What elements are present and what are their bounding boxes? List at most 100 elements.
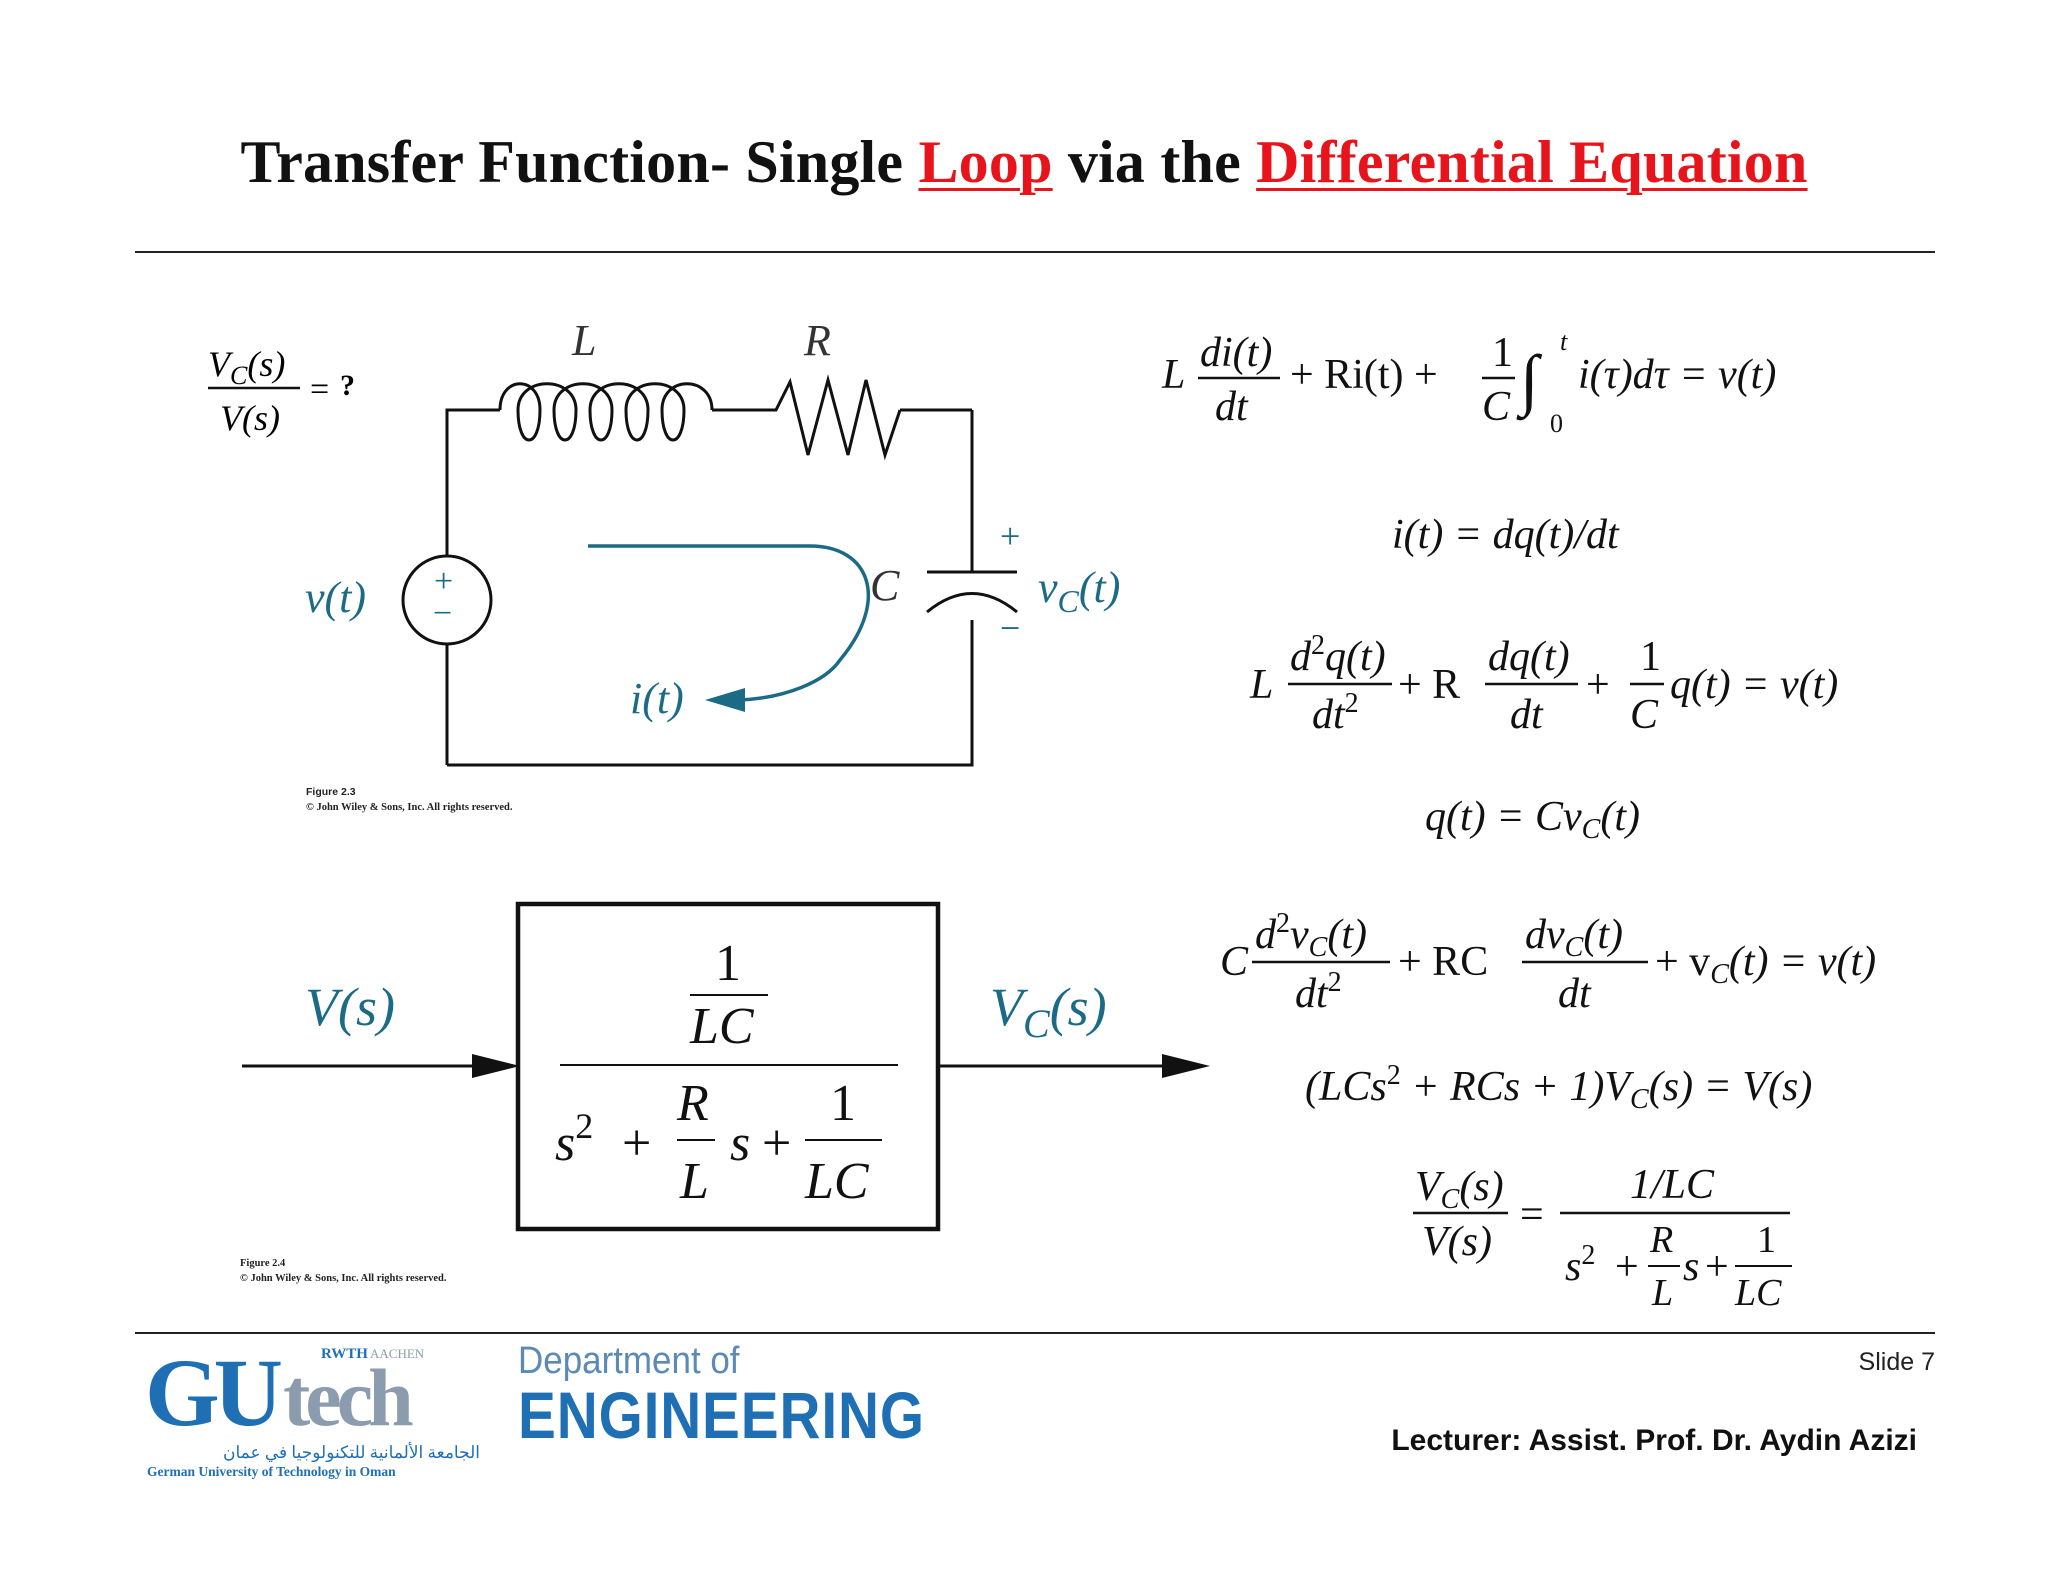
svg-text:q(t) = v(t): q(t) = v(t): [1670, 662, 1838, 708]
svg-text:dt2: dt2: [1312, 688, 1359, 738]
svg-text:∫: ∫: [1516, 341, 1543, 421]
svg-text:1: 1: [1492, 330, 1513, 376]
svg-text:V(s): V(s): [1422, 1219, 1492, 1265]
svg-text:L: L: [1249, 662, 1273, 708]
capacitor-label: C: [870, 561, 900, 610]
logo-english-text: German University of Technology in Oman: [147, 1464, 396, 1479]
circuit-wires: [445, 408, 974, 767]
output-arrow-icon: [1162, 1054, 1210, 1078]
transfer-function-block: 1 LC s2 + R L s + 1 LC: [555, 935, 870, 1210]
department-of-text: Department of: [518, 1340, 740, 1382]
svg-text:+ RC: + RC: [1398, 939, 1488, 985]
slide-number: Slide 7: [1858, 1348, 1935, 1376]
equation-transfer-function: VC(s) V(s) = 1/LC s2 + R L s + 1 LC: [1413, 1162, 1792, 1310]
svg-text:dt: dt: [1510, 692, 1544, 738]
figure-2-4-copyright: © John Wiley & Sons, Inc. All rights res…: [240, 1273, 447, 1284]
current-loop-arrow-icon: [588, 544, 870, 712]
svg-text:C: C: [1630, 692, 1659, 738]
input-signal-label: V(s): [305, 977, 395, 1037]
resistor-icon: [760, 374, 902, 461]
inductor-icon: [498, 382, 714, 442]
slide-title: Transfer Function- Single Loop via the D…: [0, 128, 2048, 197]
block-diagram-figure: V(s) VC(s) 1 LC s2 + R L s + 1 LC Figure…: [240, 901, 1210, 1284]
current-label: i(t): [630, 674, 684, 723]
svg-text:+: +: [1586, 662, 1610, 708]
derivation-equations: L di(t) dt + Ri(t) + 1 C ∫ t 0 i(τ)dτ = …: [1161, 327, 1876, 1310]
inductor-label: L: [571, 316, 596, 365]
block-den-R: R: [676, 1075, 709, 1132]
voltage-source-icon: + −: [401, 554, 493, 646]
title-part-1: Transfer Function- Single: [240, 129, 919, 195]
svg-text:dt: dt: [1215, 384, 1249, 430]
transfer-question: VC(s) V(s) = ?: [208, 344, 355, 438]
equation-charge-ode: L d2q(t) dt2 + R dq(t) dt + 1 C q(t) = v…: [1249, 630, 1838, 738]
capacitor-minus-sign: −: [1000, 608, 1020, 648]
block-diagram-lines: [242, 901, 1180, 1232]
block-den-s2: s2: [555, 1106, 593, 1172]
logo-gu-text: GU: [145, 1340, 281, 1446]
svg-text:1: 1: [1640, 634, 1661, 680]
svg-text:R: R: [1649, 1219, 1673, 1261]
block-num-bottom: LC: [689, 998, 755, 1055]
question-mark: ?: [340, 369, 355, 402]
equation-kvl-integral: L di(t) dt + Ri(t) + 1 C ∫ t 0 i(τ)dτ = …: [1161, 327, 1776, 438]
top-divider: [135, 251, 1935, 253]
block-den-plus-1: +: [622, 1115, 651, 1172]
equation-current-charge: i(t) = dq(t)/dt: [1392, 512, 1620, 558]
equation-voltage-ode: C d2vC(t) dt2 + RC dvC(t) dt + vC(t) = v…: [1220, 908, 1876, 1017]
svg-text:L: L: [1161, 352, 1185, 398]
output-signal-label: VC(s): [990, 977, 1107, 1046]
equation-charge-voltage: q(t) = CvC(t): [1425, 794, 1640, 845]
rlc-circuit-figure: VC(s) V(s) = ? + − L R C v(t) + − vC(t): [208, 316, 1120, 813]
svg-text:s: s: [1683, 1244, 1699, 1290]
svg-text:+: +: [1705, 1244, 1729, 1290]
svg-text:LC: LC: [1734, 1272, 1782, 1310]
logo-arabic-text: الجامعة الألمانية للتكنولوجيا في عمان: [223, 1442, 480, 1463]
source-voltage-label: v(t): [305, 573, 366, 622]
block-den-LC: LC: [804, 1153, 870, 1210]
block-den-plus-2: +: [762, 1115, 791, 1172]
block-num-top: 1: [715, 935, 741, 992]
input-arrow-icon: [472, 1054, 520, 1078]
svg-text:dq(t): dq(t): [1488, 634, 1570, 680]
svg-text:d2q(t): d2q(t): [1290, 630, 1386, 680]
svg-text:0: 0: [1550, 409, 1563, 438]
logo-rwth-text: RWTH: [321, 1346, 368, 1362]
lecturer-name: Lecturer: Assist. Prof. Dr. Aydin Azizi: [1391, 1424, 1917, 1457]
source-plus-sign: +: [434, 563, 453, 600]
svg-text:L: L: [1651, 1272, 1673, 1310]
svg-text:+ R: + R: [1398, 662, 1460, 708]
question-denominator: V(s): [220, 398, 280, 438]
question-equals: =: [310, 371, 329, 408]
svg-text:di(t): di(t): [1200, 330, 1272, 376]
svg-text:C: C: [1482, 384, 1511, 430]
department-engineering-text: ENGINEERING: [518, 1378, 925, 1452]
svg-text:+ Ri(t) +: + Ri(t) +: [1290, 352, 1438, 398]
svg-text:s2: s2: [1565, 1240, 1595, 1290]
capacitor-voltage-label: vC(t): [1038, 563, 1120, 619]
title-part-3: via the: [1052, 129, 1257, 195]
block-den-L: L: [679, 1153, 709, 1210]
svg-text:dvC(t): dvC(t): [1525, 912, 1623, 963]
source-minus-sign: −: [433, 595, 452, 632]
block-den-one: 1: [830, 1075, 856, 1132]
svg-text:d2vC(t): d2vC(t): [1255, 908, 1367, 963]
logo-tech-text: tech: [283, 1352, 413, 1443]
block-den-s: s: [730, 1115, 750, 1172]
svg-text:C: C: [1220, 939, 1249, 985]
svg-text:+ vC(t) = v(t): + vC(t) = v(t): [1655, 939, 1876, 990]
resistor-label: R: [803, 316, 831, 365]
capacitor-plus-sign: +: [1000, 516, 1020, 556]
gutech-logo: GU tech RWTH AACHEN الجامعة الألمانية لل…: [145, 1340, 480, 1479]
equation-laplace: (LCs2 + RCs + 1)VC(s) = V(s): [1305, 1060, 1812, 1115]
svg-text:VC(s): VC(s): [1415, 1164, 1504, 1215]
title-loop: Loop: [918, 129, 1053, 195]
svg-text:=: =: [1520, 1192, 1544, 1238]
svg-text:t: t: [1560, 327, 1568, 356]
svg-text:+: +: [1615, 1244, 1639, 1290]
svg-text:i(τ)dτ = v(t): i(τ)dτ = v(t): [1578, 352, 1776, 398]
figure-2-3-copyright: © John Wiley & Sons, Inc. All rights res…: [306, 802, 513, 813]
logo-aachen-text: AACHEN: [370, 1346, 425, 1361]
title-differential-equation: Differential Equation: [1256, 129, 1808, 195]
svg-text:dt2: dt2: [1295, 967, 1342, 1017]
